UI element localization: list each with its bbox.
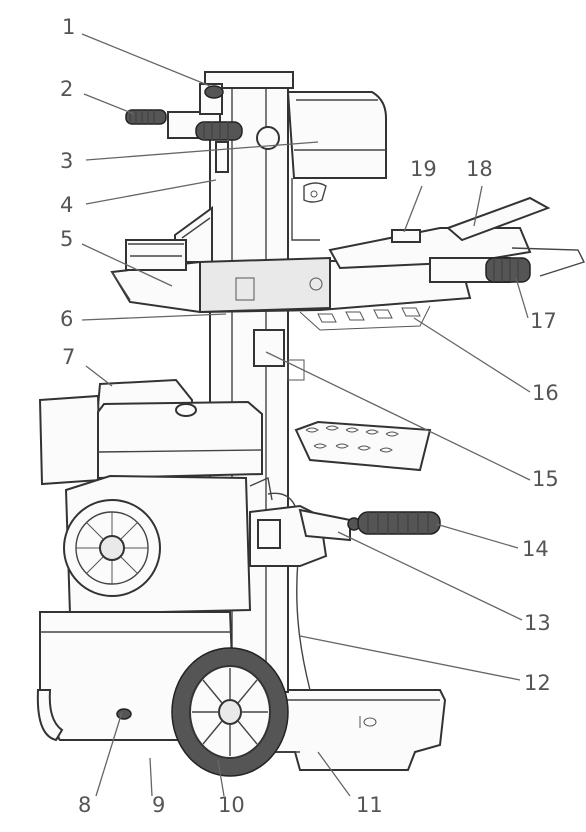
callout-14: 14 <box>522 537 549 561</box>
wheel <box>171 647 289 777</box>
callout-12: 12 <box>524 671 551 695</box>
leader-line-2 <box>83 93 135 115</box>
callout-16: 16 <box>532 381 559 405</box>
engine <box>38 378 328 616</box>
callout-11: 11 <box>356 793 383 817</box>
callout-18: 18 <box>466 157 493 181</box>
leader-line-6 <box>81 313 227 321</box>
callout-8: 8 <box>78 793 91 817</box>
callout-6: 6 <box>60 307 73 331</box>
leader-line-10 <box>217 759 225 797</box>
leader-line-8 <box>95 711 123 797</box>
leader-line-19 <box>403 185 423 233</box>
leader-line-11 <box>317 751 351 797</box>
callout-19: 19 <box>410 157 437 181</box>
leader-line-18 <box>473 185 483 227</box>
leader-line-13 <box>337 531 523 621</box>
callout-9: 9 <box>152 793 165 817</box>
lower-support-table <box>253 329 432 472</box>
callout-13: 13 <box>524 611 551 635</box>
control-valve-block <box>125 83 243 173</box>
leader-line-4 <box>85 179 217 205</box>
callout-10: 10 <box>218 793 245 817</box>
extension-arm <box>328 196 585 283</box>
leader-line-17 <box>515 277 529 319</box>
hydraulic-cylinder <box>286 91 387 241</box>
callout-2: 2 <box>60 77 73 101</box>
callout-1: 1 <box>62 15 75 39</box>
leader-line-12 <box>299 635 521 681</box>
callout-15: 15 <box>532 467 559 491</box>
leader-line-5 <box>81 243 173 287</box>
side-control-lever <box>298 508 441 542</box>
leader-line-7 <box>85 365 113 387</box>
callout-17: 17 <box>530 309 557 333</box>
callout-7: 7 <box>62 345 75 369</box>
leader-line-15 <box>265 351 531 481</box>
leader-line-14 <box>435 523 519 549</box>
leader-line-1 <box>81 33 211 87</box>
leader-line-3 <box>85 141 319 161</box>
callout-3: 3 <box>60 149 73 173</box>
leader-line-9 <box>149 757 153 797</box>
upper-table <box>110 239 472 331</box>
callout-5: 5 <box>60 227 73 251</box>
leader-line-16 <box>413 317 531 393</box>
callout-4: 4 <box>60 193 73 217</box>
